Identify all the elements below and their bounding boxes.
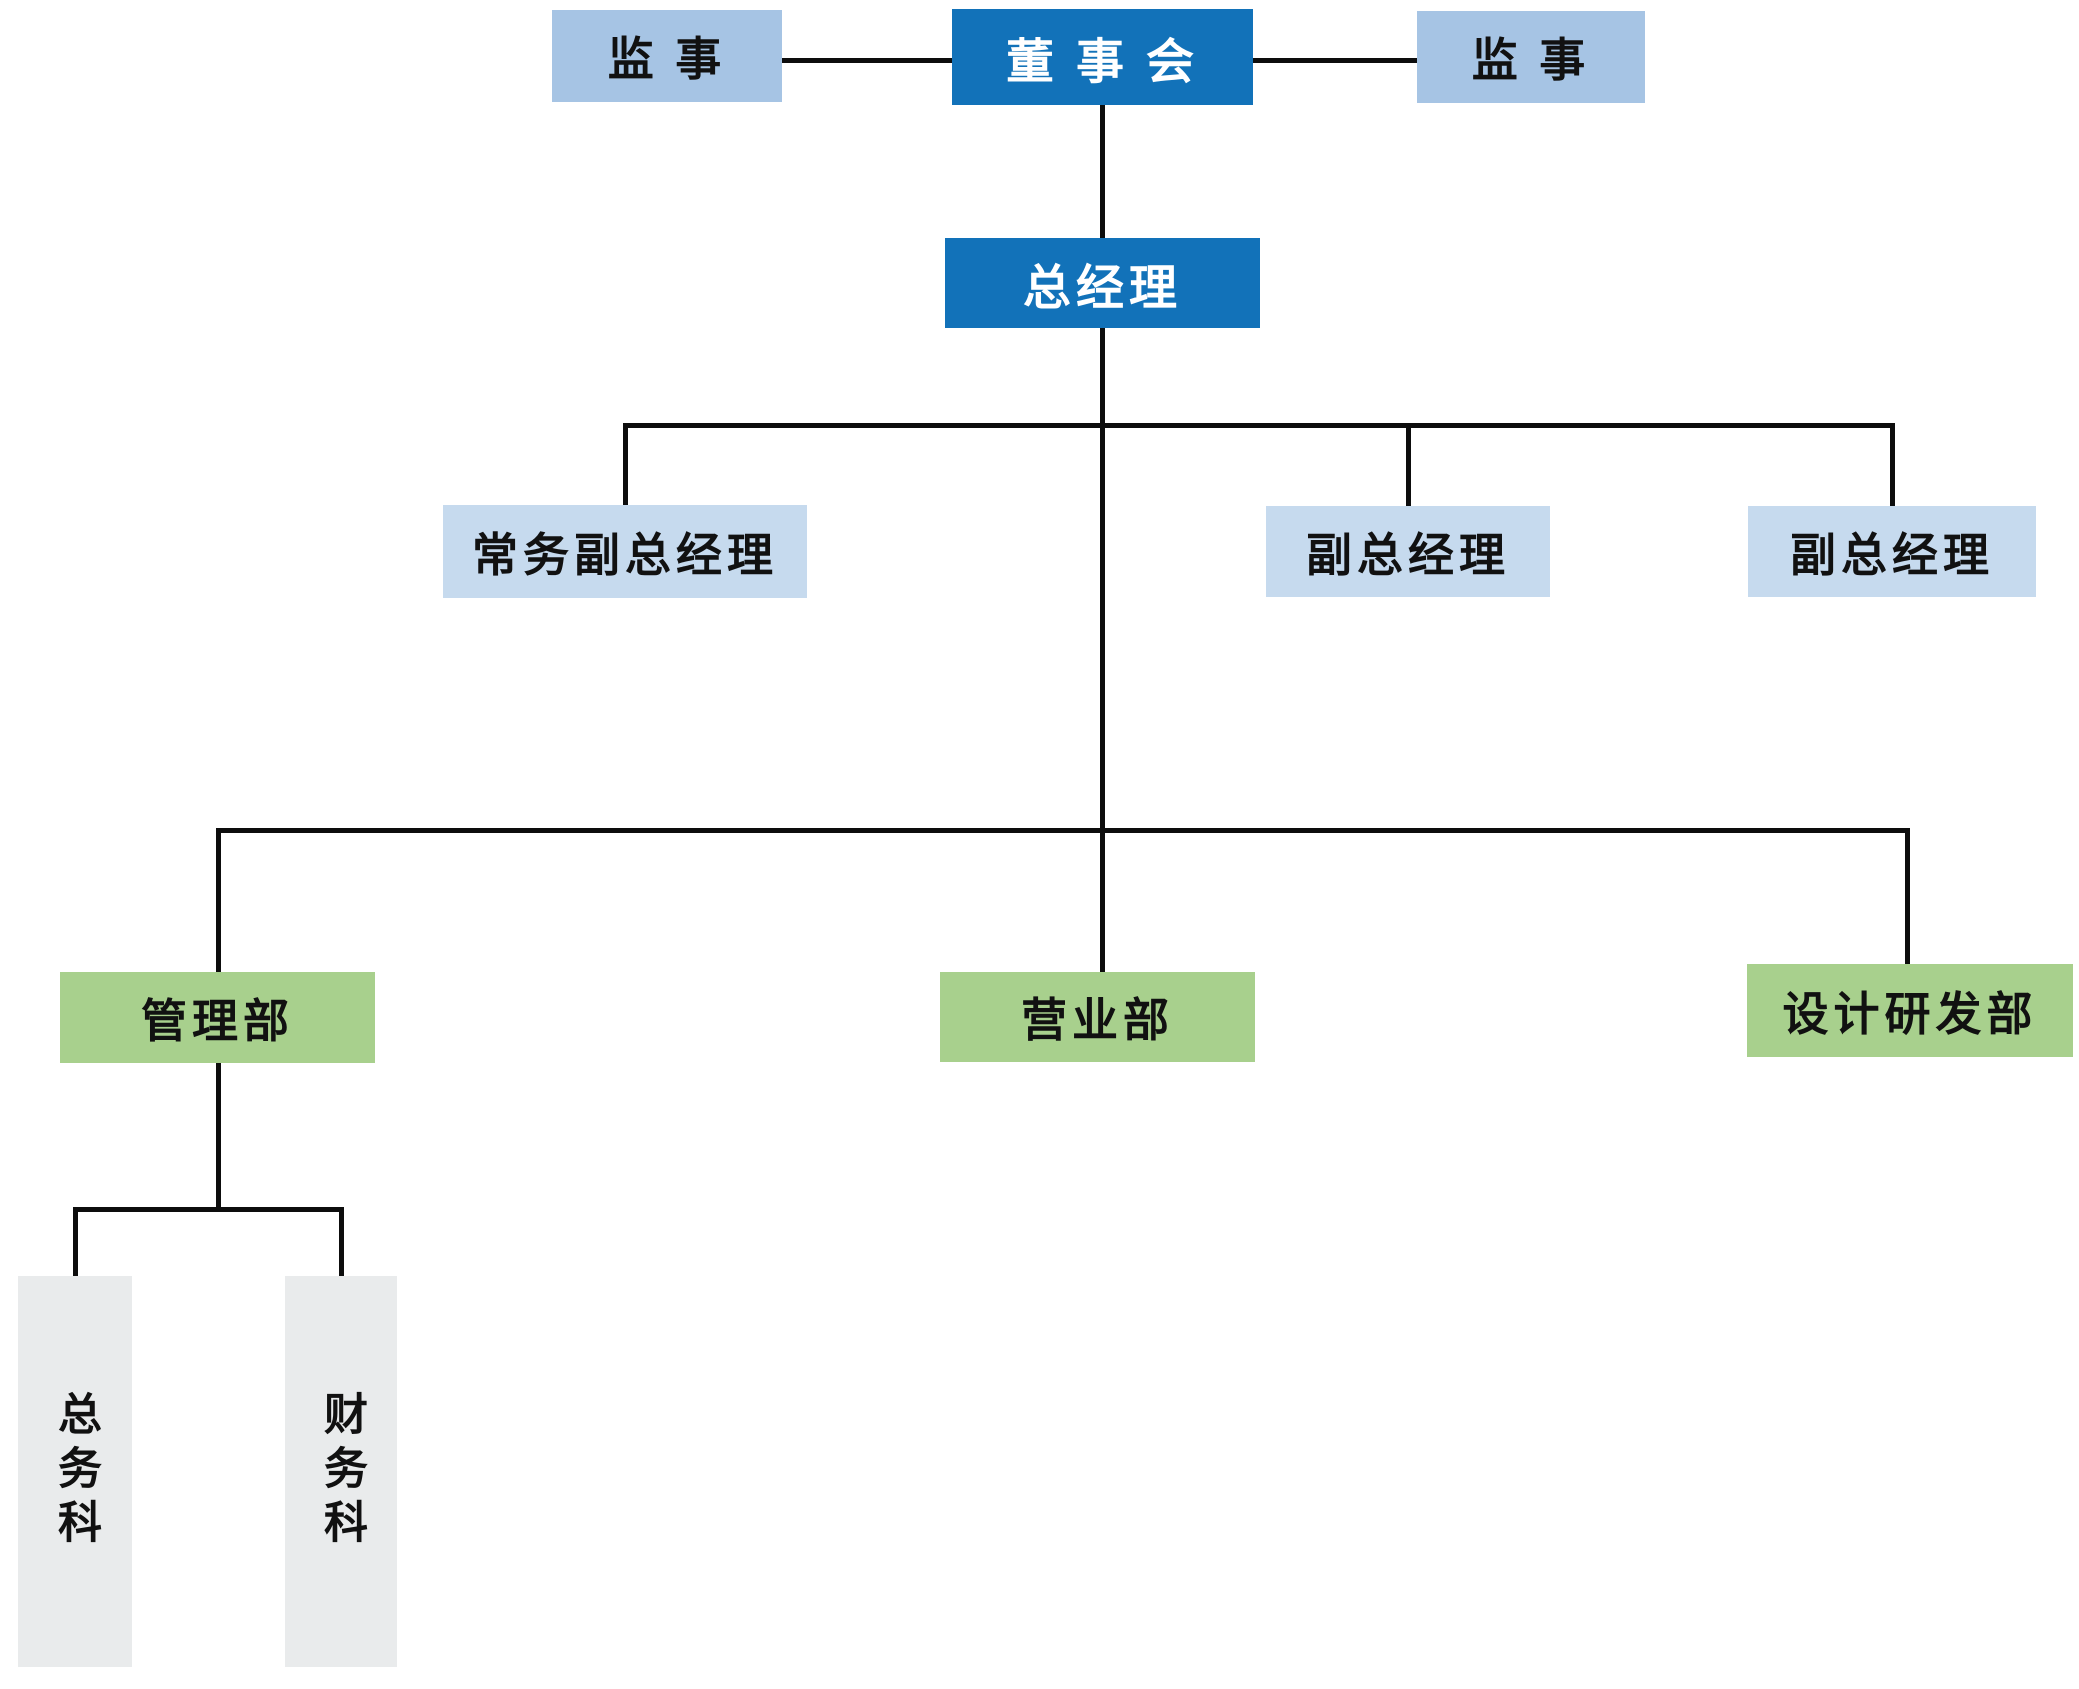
org-node-executive-deputy-gm: 常务副总经理 [443,505,807,598]
org-node-deputy-gm-2: 副总经理 [1748,506,2036,597]
connector-drop-deputy-gm-2 [1890,423,1895,506]
connector-drop-management-dept [216,828,221,972]
org-node-management-dept: 管理部 [60,972,375,1063]
connector-management-trunk [216,1063,221,1211]
org-node-board: 董 事 会 [952,9,1253,105]
org-node-supervisor-left: 监 事 [552,10,782,102]
org-node-deputy-gm-1: 副总经理 [1266,506,1550,597]
connector-rail-sections [73,1207,344,1212]
org-node-supervisor-right: 监 事 [1417,11,1645,103]
connector-drop-executive-deputy-gm [623,423,628,505]
org-node-finance-section: 财务科 [285,1276,397,1667]
connector-drop-deputy-gm-1 [1406,423,1411,506]
org-node-sales-dept: 营业部 [940,972,1255,1062]
org-node-general-affairs-section: 总务科 [18,1276,132,1667]
connector-board-gm [1100,105,1105,238]
org-node-design-rd-dept: 设计研发部 [1747,964,2073,1057]
connector-rail-level2 [623,423,1894,428]
connector-gm-trunk [1100,328,1105,972]
connector-drop-finance [339,1207,344,1276]
org-node-general-manager: 总经理 [945,238,1260,328]
connector-rail-level3 [216,828,1910,833]
connector-drop-design-rd-dept [1905,828,1910,964]
connector-board-supervisor-right [1253,58,1417,63]
connector-board-supervisor-left [782,58,952,63]
connector-drop-general-affairs [73,1207,78,1276]
